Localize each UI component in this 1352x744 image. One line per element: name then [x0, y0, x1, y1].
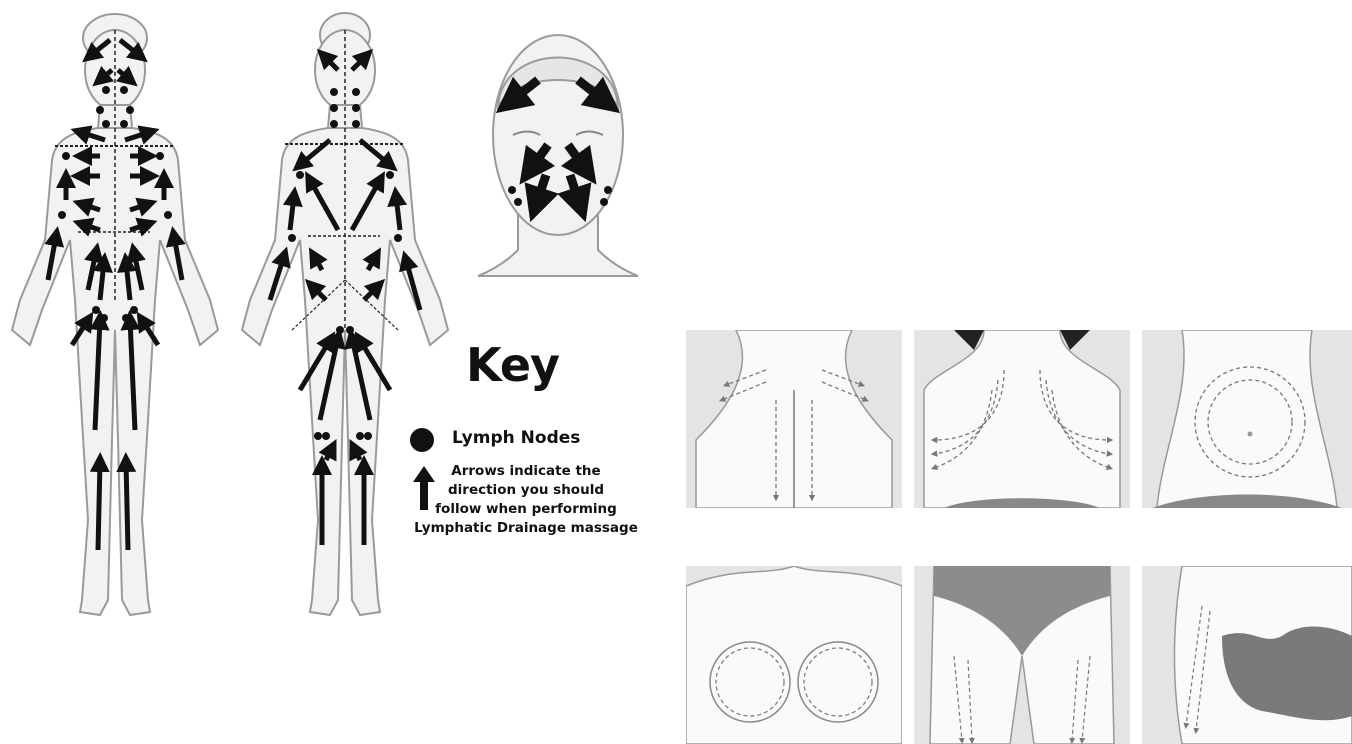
arrow-description-line: Lymphatic Drainage massage [410, 519, 642, 538]
upper-back-icon [686, 330, 902, 508]
neck-shoulders-icon [914, 330, 1130, 508]
arrow-description-line: direction you should [410, 481, 642, 500]
abdomen-panel [1142, 330, 1352, 508]
face-icon [478, 10, 638, 285]
thighs-icon [914, 566, 1130, 744]
arrow-description-line: follow when performing [410, 500, 642, 519]
body-front-icon [0, 0, 230, 630]
thighs-panel [914, 566, 1130, 744]
lymph-node-dot-icon [410, 428, 434, 452]
body-front-figure [0, 0, 230, 630]
lymph-nodes-label: Lymph Nodes [452, 428, 580, 448]
upper-back-panel [686, 330, 902, 508]
arm-icon [1142, 566, 1352, 744]
arm-panel [1142, 566, 1352, 744]
abdomen-icon [1142, 330, 1352, 508]
key-title: Key [466, 338, 559, 392]
chest-icon [686, 566, 902, 744]
arrow-description-line: Arrows indicate the [410, 462, 642, 481]
face-figure [478, 10, 638, 285]
arrow-description: Arrows indicate the direction you should… [410, 462, 642, 538]
chest-panel [686, 566, 902, 744]
neck-shoulders-panel [914, 330, 1130, 508]
